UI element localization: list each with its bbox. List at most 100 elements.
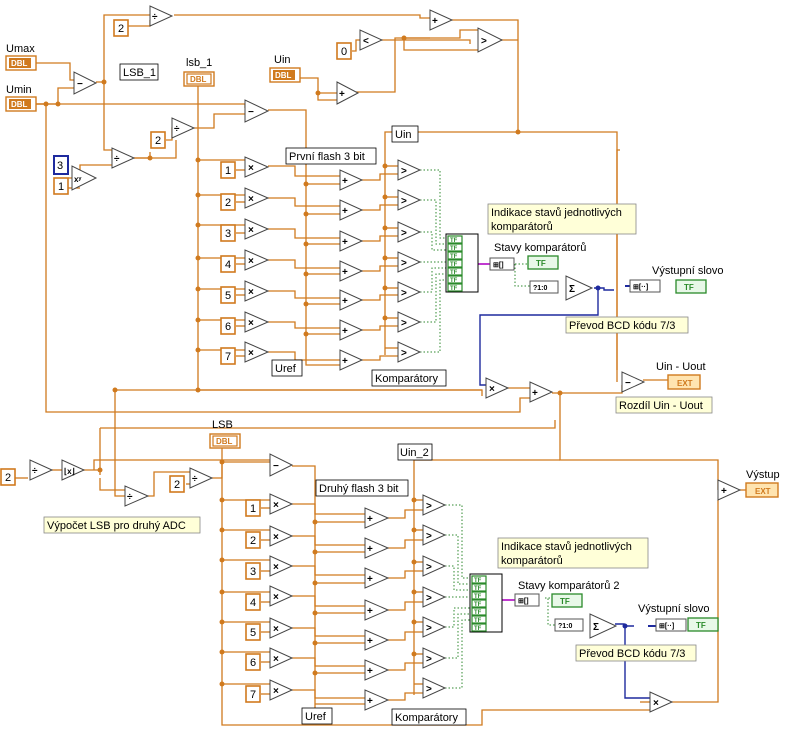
svg-text:+: + bbox=[342, 176, 348, 187]
svg-text:TF: TF bbox=[450, 286, 458, 292]
const-2-left[interactable] bbox=[0, 468, 16, 486]
svg-text:DBL: DBL bbox=[216, 437, 233, 446]
svg-text:TF: TF bbox=[450, 254, 458, 260]
svg-text:+: + bbox=[367, 514, 373, 525]
svg-text:⊞[]: ⊞[] bbox=[518, 598, 529, 605]
svg-text:2: 2 bbox=[174, 479, 180, 491]
svg-text:>: > bbox=[426, 531, 432, 542]
svg-text:2: 2 bbox=[118, 23, 124, 35]
svg-text:TF: TF bbox=[696, 621, 706, 630]
svg-text:>: > bbox=[401, 348, 407, 359]
svg-text:komparátorů: komparátorů bbox=[501, 555, 563, 567]
subtract-node: − bbox=[73, 71, 98, 95]
svg-text:TF: TF bbox=[450, 246, 458, 252]
svg-text:TF: TF bbox=[474, 586, 482, 592]
svg-text:⊞[··]: ⊞[··] bbox=[633, 284, 648, 291]
svg-text:2: 2 bbox=[225, 197, 231, 209]
dbl-type: DBL bbox=[11, 59, 28, 68]
svg-text:TF: TF bbox=[474, 610, 482, 616]
svg-text:komparátorů: komparátorů bbox=[491, 221, 553, 233]
vystupni-slovo-2-indicator[interactable]: TF bbox=[687, 617, 719, 632]
svg-text:?1:0: ?1:0 bbox=[533, 285, 548, 292]
const-2-mid[interactable] bbox=[150, 131, 166, 149]
add-node: + bbox=[429, 9, 454, 31]
svg-text:×: × bbox=[273, 532, 279, 543]
vystup-indicator[interactable]: Výstup EXT bbox=[745, 469, 780, 498]
operators-right-1: Σ × + − + bbox=[485, 275, 742, 501]
svg-text:Výstup: Výstup bbox=[746, 469, 780, 481]
svg-text:−: − bbox=[77, 79, 83, 90]
junctions bbox=[43, 35, 628, 687]
uin-control[interactable]: Uin DBL bbox=[269, 54, 301, 83]
svg-text:>: > bbox=[426, 623, 432, 634]
svg-text:DBL: DBL bbox=[275, 71, 292, 80]
svg-text:5: 5 bbox=[250, 627, 256, 639]
stavy-1-indicator[interactable]: TF bbox=[527, 255, 559, 270]
svg-text:7: 7 bbox=[225, 351, 231, 363]
svg-text:>: > bbox=[426, 593, 432, 604]
svg-text:÷: ÷ bbox=[127, 492, 133, 503]
svg-text:7: 7 bbox=[250, 689, 256, 701]
svg-text:÷: ÷ bbox=[192, 474, 198, 485]
svg-text:+: + bbox=[342, 326, 348, 337]
select-node: > bbox=[477, 27, 504, 53]
operators-top: ÷ − + < > − + ÷ ÷ xʸ bbox=[71, 5, 504, 191]
svg-text:TF: TF bbox=[474, 626, 482, 632]
svg-text:>: > bbox=[401, 288, 407, 299]
subtract-node: − bbox=[244, 99, 270, 123]
comparators-1-label: Komparátory bbox=[375, 373, 438, 385]
svg-text:>: > bbox=[401, 258, 407, 269]
uin-wire-label: Uin bbox=[395, 129, 412, 141]
const-0[interactable] bbox=[336, 42, 352, 60]
divide-node: ÷ bbox=[29, 459, 54, 481]
svg-text:÷: ÷ bbox=[174, 124, 180, 135]
svg-text:>: > bbox=[426, 562, 432, 573]
svg-text:⌊x⌋: ⌊x⌋ bbox=[64, 467, 75, 476]
svg-text:>: > bbox=[426, 501, 432, 512]
lsb1-label: lsb_1 bbox=[186, 57, 212, 69]
svg-text:⊞[··]: ⊞[··] bbox=[659, 623, 674, 630]
ladder-2-nodes: × × × × × × × + + + + + + + > > > > > > … bbox=[269, 493, 447, 711]
svg-text:4: 4 bbox=[225, 259, 231, 271]
uin-control-label: Uin bbox=[274, 54, 291, 66]
svg-text:1: 1 bbox=[58, 181, 64, 193]
svg-text:TF: TF bbox=[450, 262, 458, 268]
round-node: ⌊x⌋ bbox=[61, 459, 86, 481]
build-array-1: TF TF TF TF TF TF TF bbox=[445, 233, 479, 293]
umax-control[interactable]: Umax DBL bbox=[5, 43, 37, 71]
svg-text:×: × bbox=[653, 698, 659, 709]
umin-control[interactable]: Umin DBL bbox=[5, 84, 37, 112]
svg-text:+: + bbox=[367, 666, 373, 677]
divide-node: ÷ bbox=[111, 147, 136, 169]
svg-text:−: − bbox=[625, 378, 631, 389]
svg-text:÷: ÷ bbox=[114, 154, 120, 165]
svg-text:>: > bbox=[401, 166, 407, 177]
sum-node: Σ bbox=[565, 275, 594, 301]
lsb-indicator[interactable]: LSB DBL bbox=[209, 419, 241, 449]
power-node: xʸ bbox=[71, 165, 98, 191]
subtract-node: − bbox=[621, 371, 646, 393]
svg-text:TF: TF bbox=[450, 270, 458, 276]
ladder-2-constants: 1 2 3 4 5 6 7 bbox=[245, 499, 261, 703]
const-2-top[interactable] bbox=[113, 19, 129, 37]
svg-text:>: > bbox=[426, 654, 432, 665]
const-2-low[interactable] bbox=[169, 475, 185, 493]
const-1-left[interactable] bbox=[53, 177, 69, 195]
svg-text:TF: TF bbox=[474, 594, 482, 600]
lsb1-indicator[interactable]: lsb_1 DBL bbox=[183, 57, 215, 87]
lsb-label: LSB bbox=[212, 419, 233, 431]
vystupni-slovo-1-indicator[interactable]: TF bbox=[675, 279, 707, 294]
uin-uout-indicator[interactable]: Uin - Uout EXT bbox=[656, 361, 706, 390]
divide-node: ÷ bbox=[171, 117, 196, 139]
svg-text:×: × bbox=[273, 654, 279, 665]
operators-low: ÷ ⌊x⌋ ÷ ÷ − bbox=[29, 453, 294, 507]
states-1-label: Stavy komparátorů bbox=[494, 242, 586, 254]
svg-text:Indikace stavů jednotlivých: Indikace stavů jednotlivých bbox=[501, 541, 632, 553]
svg-text:1: 1 bbox=[250, 503, 256, 515]
svg-text:Uin - Uout: Uin - Uout bbox=[656, 361, 706, 373]
svg-text:2: 2 bbox=[250, 535, 256, 547]
svg-text:×: × bbox=[248, 225, 254, 236]
const-3[interactable] bbox=[53, 155, 69, 175]
stavy-2-indicator[interactable]: TF bbox=[551, 593, 583, 608]
svg-text:+: + bbox=[367, 544, 373, 555]
